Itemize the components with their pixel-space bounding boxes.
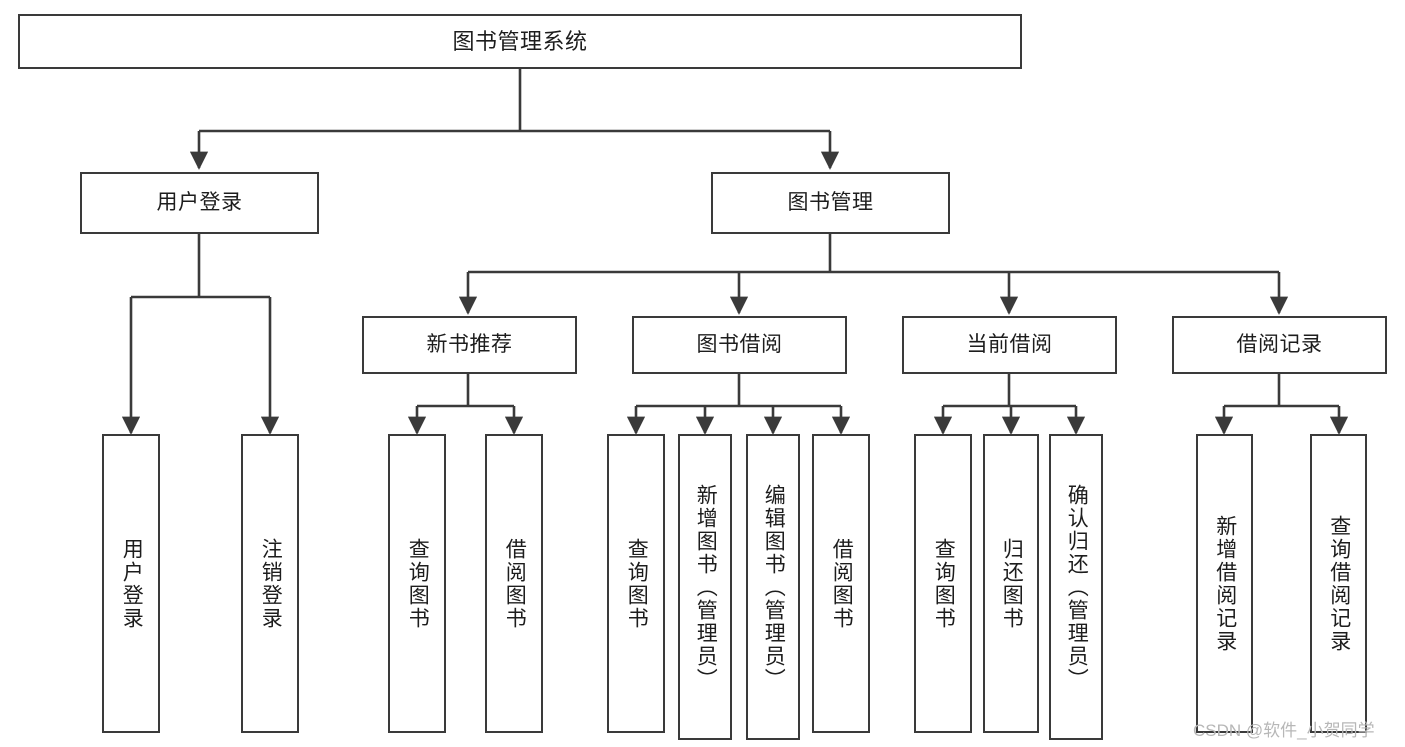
node-borrow-record-label: 借阅记录 — [1236, 332, 1323, 356]
leaf-logout[interactable]: 注销登录 — [241, 434, 299, 733]
leaf-record-query-record[interactable]: 查询借阅记录 — [1310, 434, 1367, 733]
leaf-user-login[interactable]: 用户登录 — [102, 434, 160, 733]
leaf-newbook-borrow-book[interactable]: 借阅图书 — [485, 434, 543, 733]
node-current-borrow-label: 当前借阅 — [966, 332, 1053, 356]
leaf-borrow-borrow-book-label: 借阅图书 — [830, 537, 854, 630]
node-current-borrow[interactable]: 当前借阅 — [902, 316, 1117, 374]
leaf-borrow-add-book-admin[interactable]: 新增图书（管理员） — [678, 434, 732, 740]
leaf-borrow-query-book[interactable]: 查询图书 — [607, 434, 665, 733]
leaf-borrow-add-book-admin-label: 新增图书（管理员） — [694, 483, 718, 691]
leaf-newbook-borrow-book-label: 借阅图书 — [503, 537, 527, 630]
leaf-borrow-edit-book-admin[interactable]: 编辑图书（管理员） — [746, 434, 800, 740]
leaf-logout-label: 注销登录 — [259, 537, 283, 630]
csdn-watermark: CSDN @软件_小贺同学 — [1193, 721, 1375, 740]
node-root[interactable]: 图书管理系统 — [18, 14, 1022, 69]
node-book-manage-label: 图书管理 — [787, 190, 874, 214]
leaf-current-query-book[interactable]: 查询图书 — [914, 434, 972, 733]
leaf-current-return-book-label: 归还图书 — [1000, 537, 1024, 630]
node-user-login-label: 用户登录 — [156, 190, 243, 214]
leaf-record-add-record-label: 新增借阅记录 — [1213, 514, 1237, 653]
leaf-newbook-query-book[interactable]: 查询图书 — [388, 434, 446, 733]
leaf-current-confirm-return-admin[interactable]: 确认归还（管理员） — [1049, 434, 1103, 740]
leaf-current-query-book-label: 查询图书 — [932, 537, 956, 630]
leaf-current-return-book[interactable]: 归还图书 — [983, 434, 1039, 733]
leaf-record-add-record[interactable]: 新增借阅记录 — [1196, 434, 1253, 733]
node-root-label: 图书管理系统 — [452, 28, 588, 54]
node-book-borrow-label: 图书借阅 — [696, 332, 783, 356]
node-new-book-recommend[interactable]: 新书推荐 — [362, 316, 577, 374]
node-borrow-record[interactable]: 借阅记录 — [1172, 316, 1387, 374]
leaf-borrow-query-book-label: 查询图书 — [625, 537, 649, 630]
leaf-borrow-borrow-book[interactable]: 借阅图书 — [812, 434, 870, 733]
leaf-borrow-edit-book-admin-label: 编辑图书（管理员） — [762, 483, 786, 691]
leaf-user-login-label: 用户登录 — [120, 537, 144, 630]
leaf-current-confirm-return-admin-label: 确认归还（管理员） — [1065, 483, 1089, 691]
node-new-book-recommend-label: 新书推荐 — [426, 332, 513, 356]
leaf-newbook-query-book-label: 查询图书 — [406, 537, 430, 630]
leaf-record-query-record-label: 查询借阅记录 — [1327, 514, 1351, 653]
node-user-login[interactable]: 用户登录 — [80, 172, 319, 234]
node-book-manage[interactable]: 图书管理 — [711, 172, 950, 234]
node-book-borrow[interactable]: 图书借阅 — [632, 316, 847, 374]
